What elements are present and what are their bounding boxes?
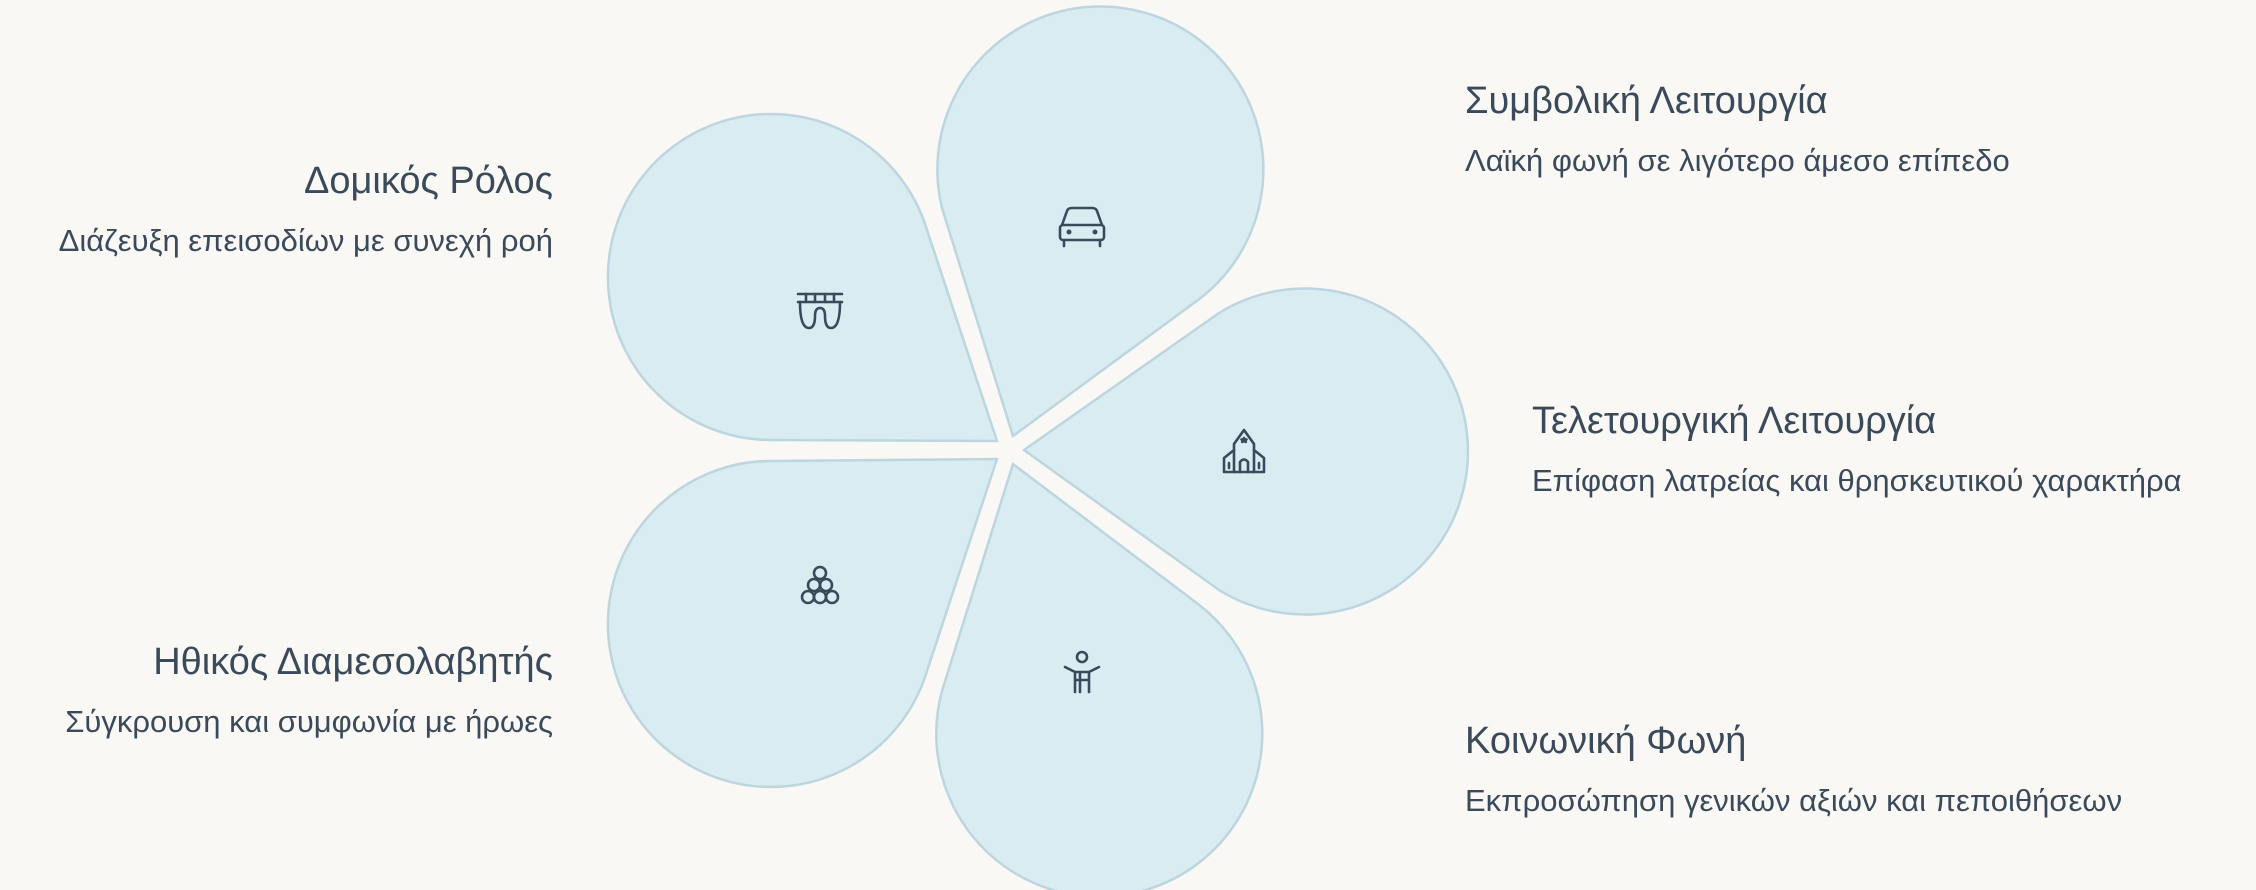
person-icon [1063, 650, 1101, 694]
petal-structural [606, 112, 999, 443]
segment-label-ritual: Τελετουργική Λειτουργία Επίφαση λατρείας… [1532, 398, 2182, 500]
car-icon [1058, 206, 1106, 248]
segment-description: Σύγκρουση και συμφωνία με ήρωες [65, 704, 553, 739]
segment-label-symbolic: Συμβολική Λειτουργία Λαϊκή φωνή σε λιγότ… [1465, 78, 2010, 180]
segment-title: Ηθικός Διαμεσολαβητής [153, 641, 553, 683]
segment-title: Κοινωνική Φωνή [1465, 720, 1747, 762]
church-icon [1222, 428, 1266, 474]
segment-title: Δομικός Ρόλος [303, 160, 553, 202]
segment-label-structural: Δομικός Ρόλος Διάζευξη επεισοδίων με συν… [59, 158, 553, 260]
segment-description: Επίφαση λατρείας και θρησκευτικού χαρακτ… [1532, 463, 2182, 498]
petal-social [935, 461, 1264, 890]
petal-ritual [1021, 287, 1470, 616]
segment-description: Λαϊκή φωνή σε λιγότερο άμεσο επίπεδο [1465, 143, 2010, 178]
segment-label-moral: Ηθικός Διαμεσολαβητής Σύγκρουση και συμφ… [65, 639, 553, 741]
segment-title: Συμβολική Λειτουργία [1465, 80, 1828, 122]
segment-description: Διάζευξη επεισοδίων με συνεχή ροή [58, 223, 553, 258]
segment-description: Εκπροσώπηση γενικών αξιών και πεποιθήσεω… [1465, 783, 2123, 818]
stacked-circles-icon [800, 565, 840, 605]
bridge-icon [796, 292, 844, 330]
segment-title: Τελετουργική Λειτουργία [1532, 400, 1937, 442]
segment-label-social: Κοινωνική Φωνή Εκπροσώπηση γενικών αξιών… [1465, 718, 2122, 820]
petal-moral [606, 457, 999, 789]
